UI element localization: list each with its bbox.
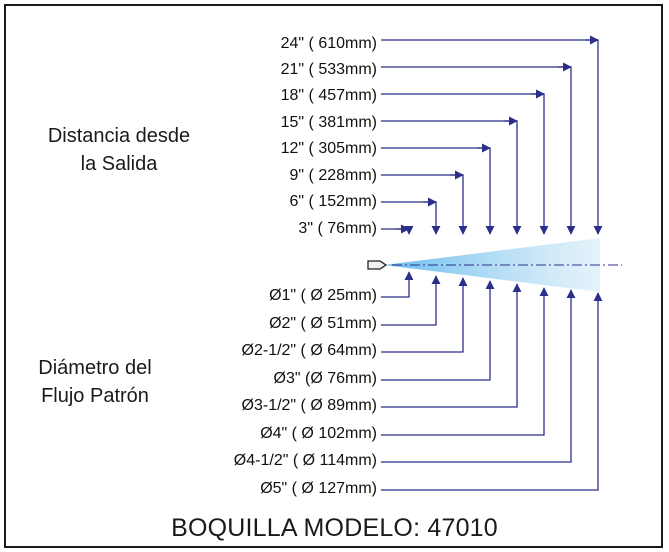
diameter-heading: Diámetro del Flujo Patrón (0, 354, 190, 410)
distance-label-9in: 9" ( 228mm) (289, 167, 377, 184)
diameter-leader-3-5in (381, 283, 522, 408)
diameter-leader-4-5in (381, 289, 576, 463)
distance-heading-line-1: Distancia desde (47, 125, 191, 147)
distance-heading: Distancia desde la Salida (14, 122, 224, 178)
diameter-leader-5in (381, 292, 603, 491)
distance-label-18in: 18" ( 457mm) (280, 87, 377, 104)
distance-label-3in: 3" ( 76mm) (298, 220, 377, 237)
diameter-label-1in: Ø1" ( Ø 25mm) (269, 287, 377, 304)
dimension-lines (381, 35, 603, 491)
distance-leader-15in (381, 120, 522, 235)
distance-leader-3in (381, 225, 414, 235)
diameter-label-2-5in: Ø2-1/2" ( Ø 64mm) (241, 342, 377, 359)
diameter-label-3-5in: Ø3-1/2" ( Ø 89mm) (241, 397, 377, 414)
diameter-label-4in: Ø4" ( Ø 102mm) (260, 425, 377, 442)
diameter-leader-1in (381, 271, 414, 298)
diameter-leader-2-5in (381, 277, 468, 353)
distance-label-12in: 12" ( 305mm) (280, 140, 377, 157)
distance-label-24in: 24" ( 610mm) (280, 35, 377, 52)
diameter-label-4-5in: Ø4-1/2" ( Ø 114mm) (233, 452, 377, 469)
distance-heading-line-2: la Salida (80, 153, 158, 175)
nozzle-icon (367, 260, 388, 270)
distance-leader-21in (381, 66, 576, 235)
diameter-leader-2in (381, 275, 441, 326)
distance-label-21in: 21" ( 533mm) (280, 61, 377, 78)
diameter-leader-3in (381, 280, 495, 381)
distance-label-6in: 6" ( 152mm) (289, 193, 377, 210)
distance-leader-9in (381, 174, 468, 235)
diameter-leader-4in (381, 287, 549, 436)
diameter-heading-line-2: Flujo Patrón (41, 385, 149, 407)
diameter-label-2in: Ø2" ( Ø 51mm) (269, 315, 377, 332)
model-title: BOQUILLA MODELO: 47010 (171, 514, 498, 542)
diameter-label-3in: Ø3" (Ø 76mm) (273, 370, 377, 387)
diameter-label-5in: Ø5" ( Ø 127mm) (260, 480, 377, 497)
distance-label-15in: 15" ( 381mm) (280, 114, 377, 131)
diameter-heading-line-1: Diámetro del (38, 357, 152, 379)
